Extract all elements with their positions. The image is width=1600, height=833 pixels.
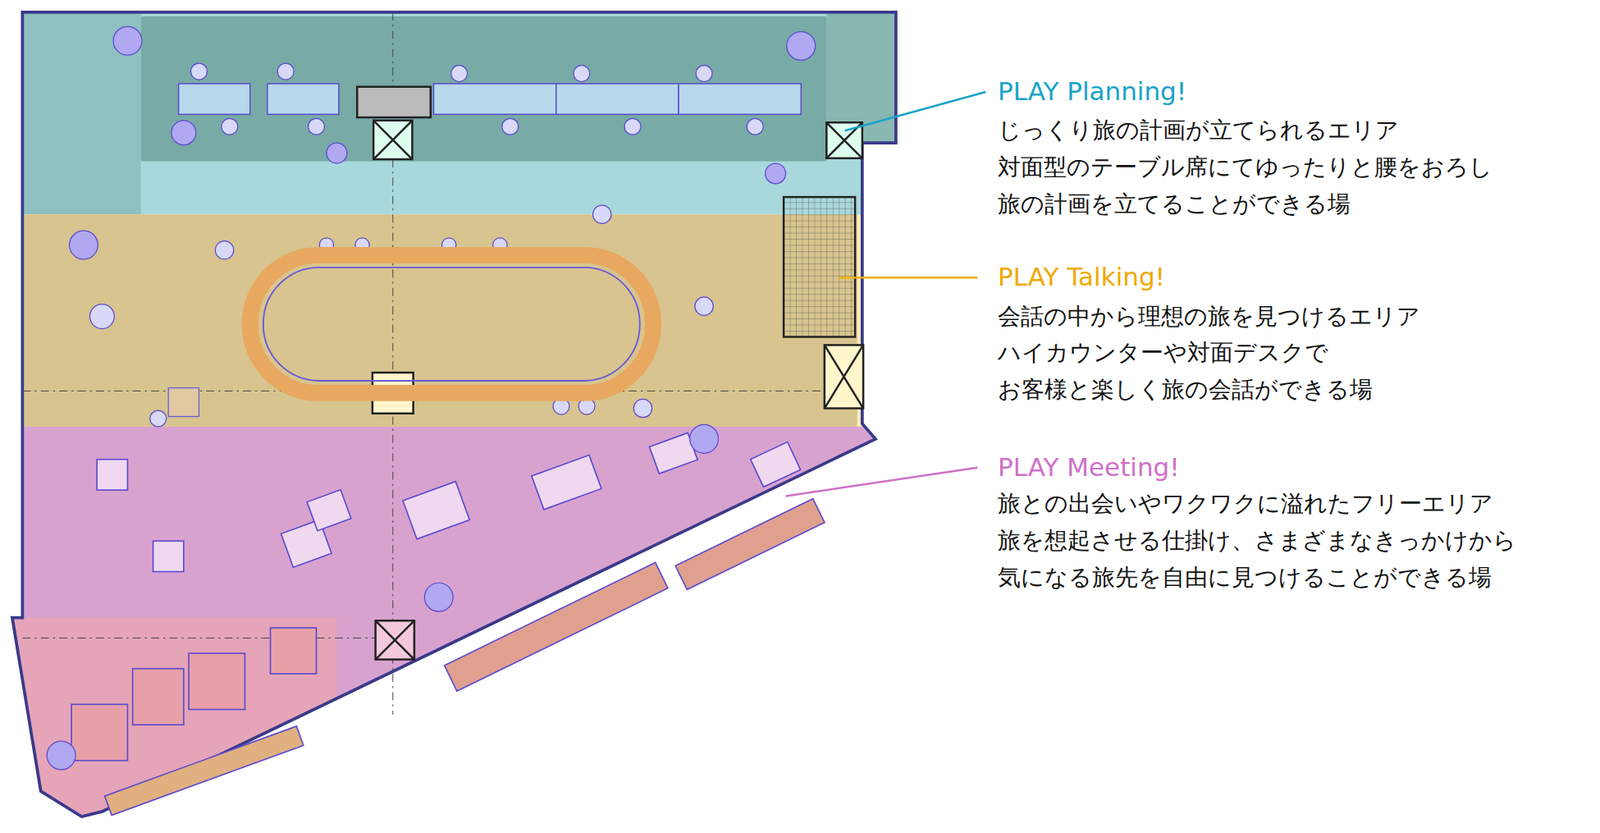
table <box>402 481 470 540</box>
table <box>531 454 602 509</box>
core <box>375 620 415 659</box>
meeting-lower <box>0 617 337 818</box>
core-x <box>375 620 415 659</box>
talking-zone <box>0 214 919 427</box>
desk <box>267 83 339 115</box>
chair <box>502 118 519 135</box>
chair <box>214 241 234 260</box>
plant <box>69 230 99 260</box>
core <box>373 120 412 160</box>
zone-description: 旅を想起させる仕掛け、さまざまなきっかけから <box>997 526 1517 555</box>
zone-description: 旅との出会いやワクワクに溢れたフリーエリア <box>997 489 1494 518</box>
chair <box>451 65 468 83</box>
planning-zone <box>0 0 919 215</box>
grid-lines <box>22 12 863 715</box>
meeting-zone <box>0 426 919 833</box>
zone-heading: PLAY Planning! <box>997 76 1187 107</box>
chair <box>694 297 714 316</box>
chair <box>277 63 294 80</box>
chair <box>150 410 167 427</box>
plant <box>786 32 816 61</box>
sofa <box>132 668 184 725</box>
sofa <box>188 653 245 709</box>
table <box>153 540 184 572</box>
chair <box>593 205 612 224</box>
grid-line <box>22 637 408 639</box>
core <box>824 344 864 408</box>
plant <box>113 26 142 55</box>
cores <box>356 86 864 660</box>
desk <box>556 83 679 115</box>
counter-edge <box>263 267 640 381</box>
plant <box>326 142 348 164</box>
zone-description: 気になる旅先を自由に見つけることができる場 <box>997 563 1492 592</box>
zone-description: じっくり旅の計画が立てられるエリア <box>997 116 1399 145</box>
leader-line <box>845 91 987 131</box>
chair <box>221 118 238 135</box>
shelf <box>444 562 668 691</box>
plants <box>46 26 815 770</box>
chair <box>695 65 713 83</box>
chair <box>191 63 208 80</box>
leader-line <box>786 467 979 497</box>
zone-description: 対面型のテーブル席にてゆったりと腰をおろし <box>997 153 1493 182</box>
plant <box>765 163 787 184</box>
zone-heading: PLAY Talking! <box>997 261 1166 293</box>
desk <box>434 83 557 115</box>
floor-outline <box>12 12 896 817</box>
plant <box>424 582 453 612</box>
zone-description: 旅の計画を立てることができる場 <box>997 190 1351 219</box>
core-x <box>373 120 412 160</box>
leader-lines <box>786 91 987 497</box>
plant <box>690 424 719 453</box>
plant <box>171 120 197 146</box>
zone-description: お客様と楽しく旅の会話ができる場 <box>997 375 1373 404</box>
chair <box>308 118 325 135</box>
side-table <box>168 388 199 417</box>
chair <box>633 398 652 417</box>
leader-line <box>838 276 978 279</box>
desk <box>178 83 251 115</box>
chair <box>573 65 590 83</box>
chair <box>89 304 115 330</box>
core-x <box>824 344 864 408</box>
meeting-furniture <box>71 432 825 815</box>
bench <box>105 726 304 815</box>
chairs <box>89 63 764 427</box>
shelf <box>675 498 825 590</box>
planning-inner <box>141 16 828 162</box>
sofa <box>270 627 317 674</box>
table <box>96 459 128 490</box>
table <box>750 442 801 488</box>
stair <box>356 86 431 118</box>
counter <box>250 255 654 394</box>
zone-heading: PLAY Meeting! <box>997 452 1180 483</box>
planning-desks <box>178 83 802 115</box>
plant <box>46 740 76 770</box>
chair <box>746 118 764 135</box>
sofa <box>71 704 128 760</box>
table <box>306 489 352 531</box>
zones <box>0 0 919 833</box>
escalator <box>783 196 855 337</box>
chair <box>624 118 641 135</box>
zone-description: 会話の中から理想の旅を見つけるエリア <box>997 302 1421 331</box>
zone-description: ハイカウンターや対面デスクで <box>997 338 1329 367</box>
desk <box>678 83 801 115</box>
talking-counter <box>168 255 654 417</box>
